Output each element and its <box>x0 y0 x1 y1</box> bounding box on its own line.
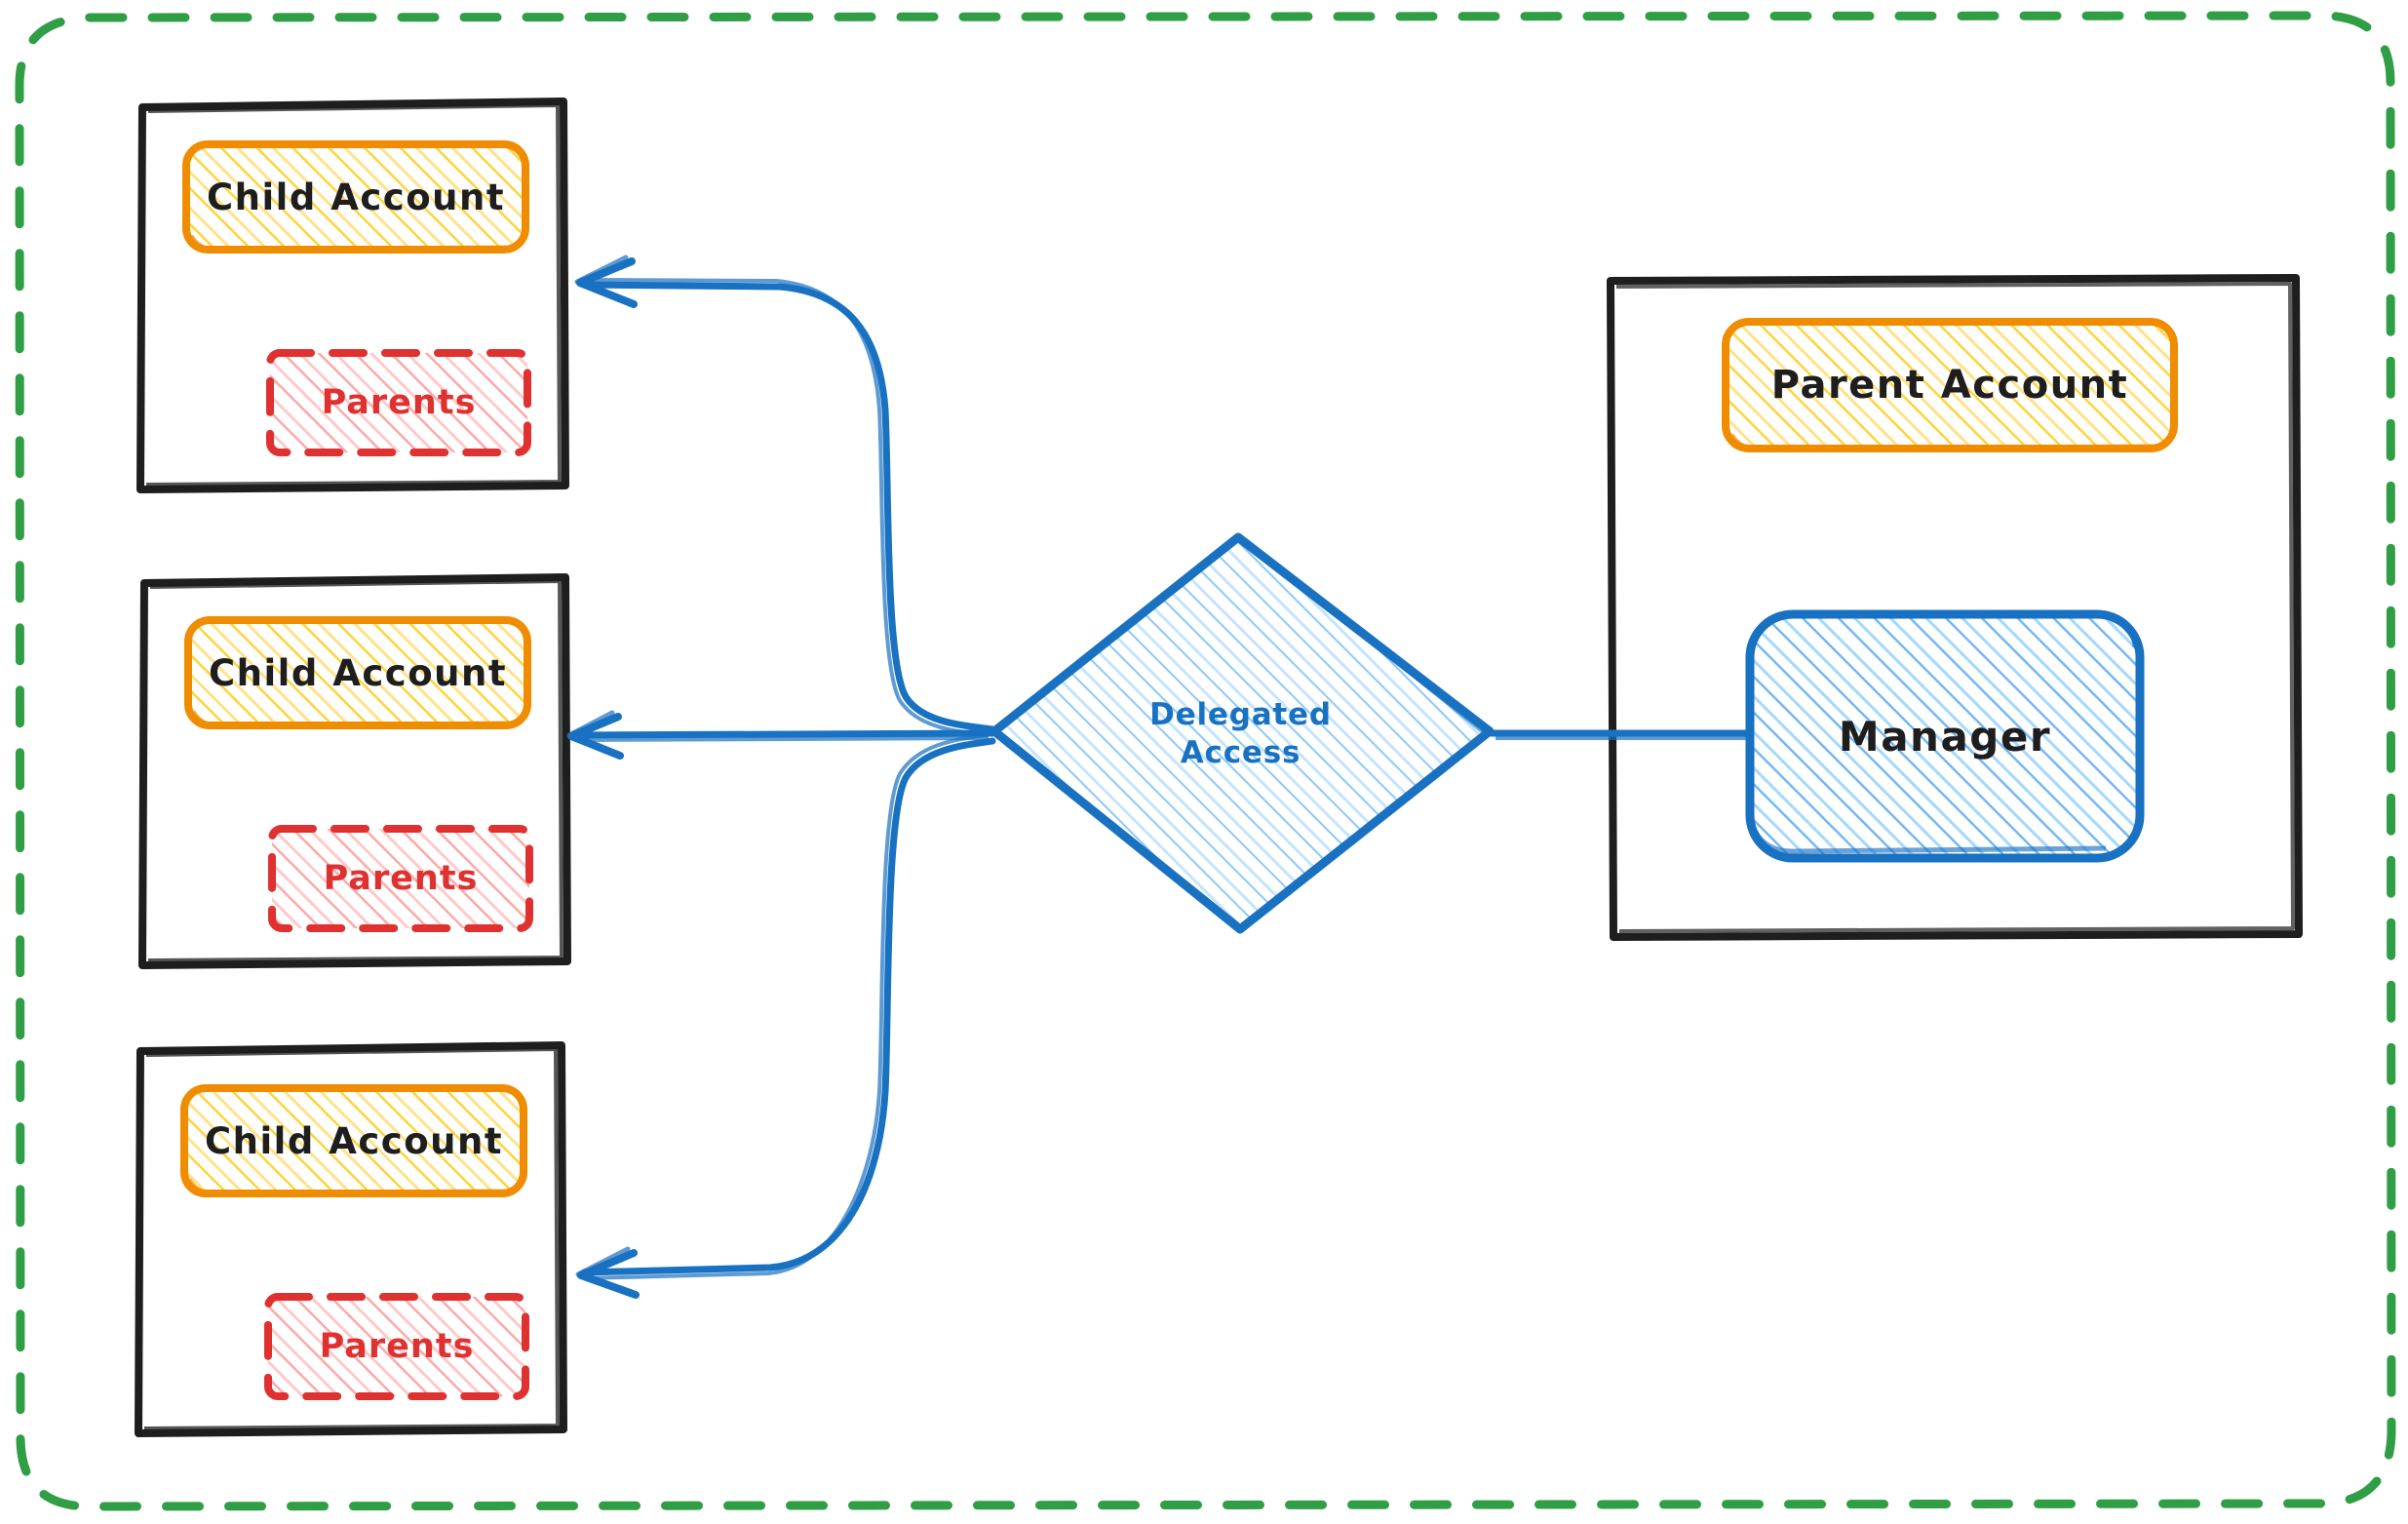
child-container-1[interactable] <box>136 98 569 493</box>
child-container-2[interactable] <box>138 573 571 969</box>
connector-hub-to-child-3 <box>575 733 996 1299</box>
organization-boundary <box>15 11 2396 1511</box>
parent-container[interactable] <box>1607 274 2303 941</box>
connector-manager-to-hub <box>1488 729 1754 740</box>
child-container-3[interactable] <box>135 1041 567 1437</box>
connector-hub-to-child-1 <box>574 254 996 737</box>
delegated-access-diamond[interactable] <box>990 532 1495 934</box>
connector-hub-to-child-2 <box>566 710 996 760</box>
